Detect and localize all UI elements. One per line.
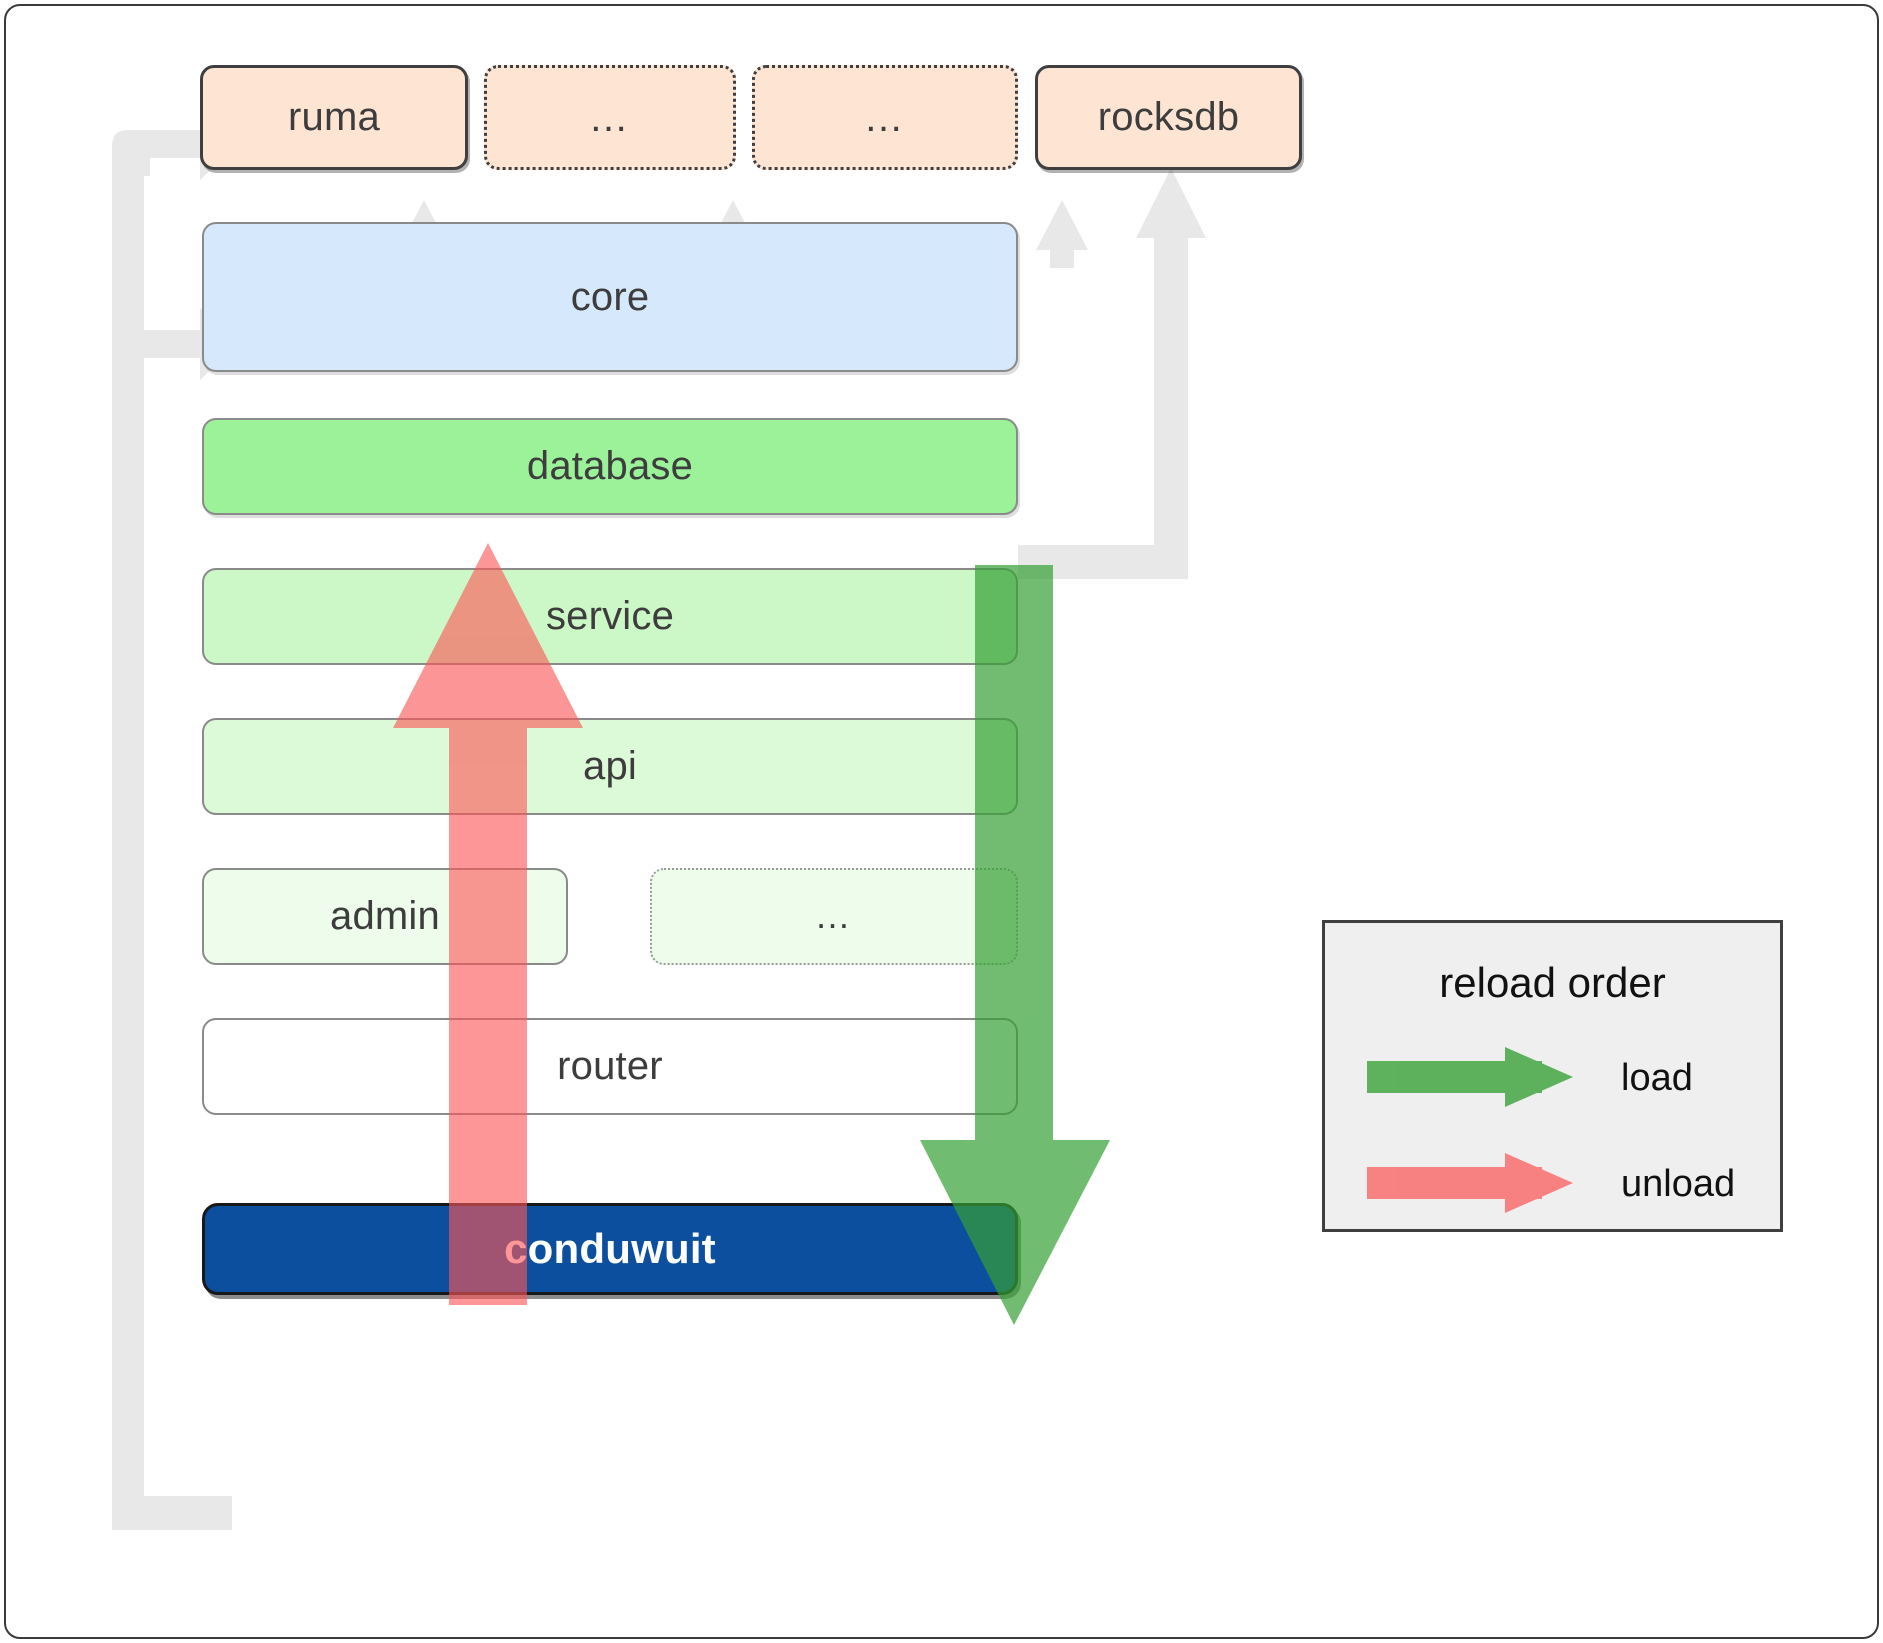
layer-label-service: service	[545, 594, 675, 638]
application-box-conduwuit[interactable]: conduwuit	[202, 1203, 1018, 1295]
legend-unload-arrow	[1367, 1153, 1573, 1213]
legend-load-arrow	[1367, 1047, 1573, 1107]
application-label-conduwuit: conduwuit	[504, 1225, 716, 1272]
layer-label-router: router	[557, 1044, 663, 1088]
legend-panel: reload order load unload	[1322, 920, 1783, 1232]
layer-label-core: core	[570, 274, 650, 319]
dependency-box-rocksdb[interactable]: rocksdb	[1035, 65, 1302, 170]
layer-label-admin: admin	[330, 894, 440, 938]
layer-box-database[interactable]: database	[202, 418, 1018, 515]
layer-box-ellipsis[interactable]: …	[650, 868, 1018, 965]
layer-label-ellipsis: …	[814, 895, 854, 937]
dependency-label-2: …	[588, 95, 632, 140]
dependency-box-ruma[interactable]: ruma	[200, 65, 468, 170]
layer-label-api: api	[583, 744, 637, 788]
layer-label-database: database	[526, 444, 694, 488]
dependency-box-2[interactable]: …	[484, 65, 736, 170]
legend-label-load: load	[1621, 1057, 1693, 1099]
dependency-label-rocksdb: rocksdb	[1097, 95, 1240, 139]
dependency-label-ruma: ruma	[288, 95, 380, 139]
layer-box-admin[interactable]: admin	[202, 868, 568, 965]
legend-title: reload order	[1439, 959, 1666, 1006]
layer-box-service[interactable]: service	[202, 568, 1018, 665]
legend-label-unload: unload	[1621, 1163, 1736, 1205]
layer-box-router[interactable]: router	[202, 1018, 1018, 1115]
layer-box-core[interactable]: core	[202, 222, 1018, 372]
layer-box-api[interactable]: api	[202, 718, 1018, 815]
dependency-box-3[interactable]: …	[752, 65, 1018, 170]
dependency-label-3: …	[863, 95, 907, 140]
